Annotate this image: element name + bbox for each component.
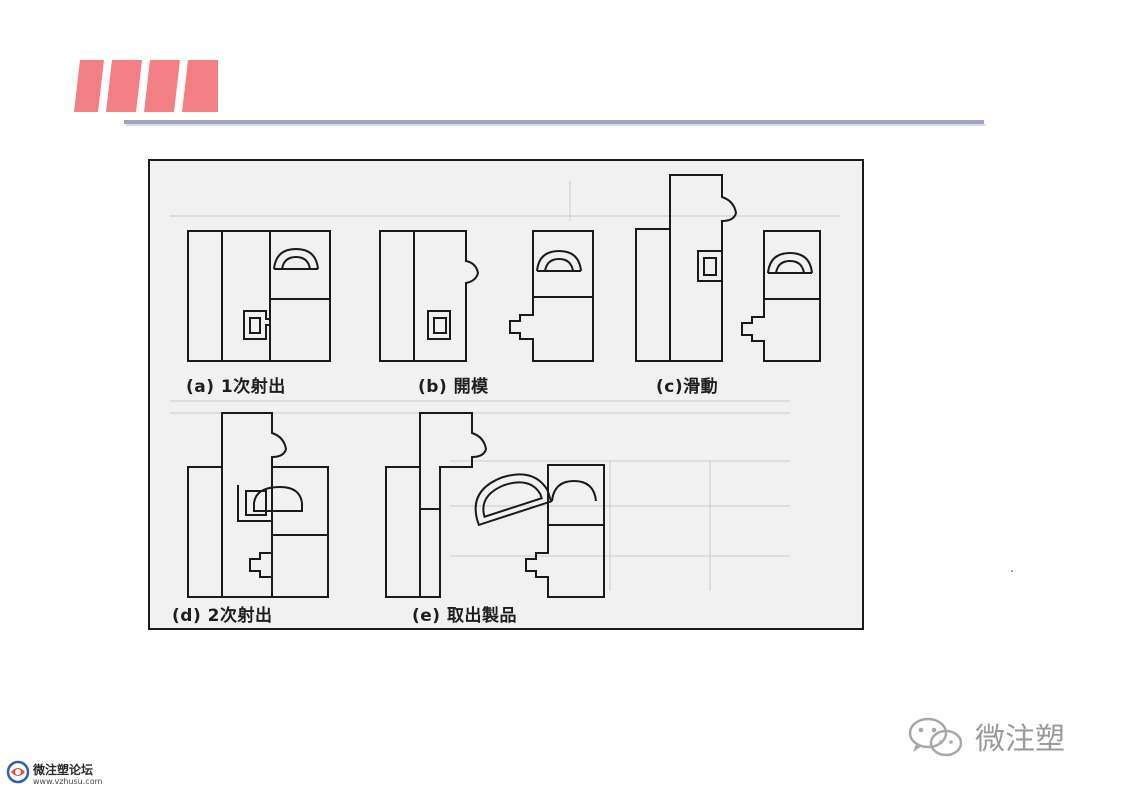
caption-c: (c)滑動 [656, 377, 719, 397]
stray-dot [1011, 570, 1013, 572]
header-rule-shadow [126, 124, 986, 126]
caption-e: (e) 取出製品 [412, 606, 517, 626]
caption-b: (b) 開模 [418, 377, 489, 397]
wechat-watermark-text: 微注塑 [975, 722, 1065, 757]
stage-a-first-shot [187, 230, 331, 362]
wechat-icon [908, 717, 963, 757]
mold-diagram-svg [170, 174, 840, 598]
stage-e-eject-product [385, 412, 605, 598]
caption-a: (a) 1次射出 [186, 377, 286, 397]
caption-d: (d) 2次射出 [172, 606, 273, 626]
stage-b-mold-open [379, 230, 594, 362]
title-stripes-decoration [74, 60, 218, 112]
forum-url: www.vzhusu.com [33, 777, 103, 786]
mold-process-figure: (a) 1次射出 (b) 開模 (c)滑動 (d) 2次射出 (e) 取出製品 [148, 159, 864, 630]
forum-logo-icon [6, 760, 30, 784]
stage-d-second-shot [187, 412, 329, 598]
forum-name: 微注塑论坛 [33, 763, 94, 777]
header-rule [124, 120, 984, 124]
stage-c-slide [635, 174, 821, 362]
